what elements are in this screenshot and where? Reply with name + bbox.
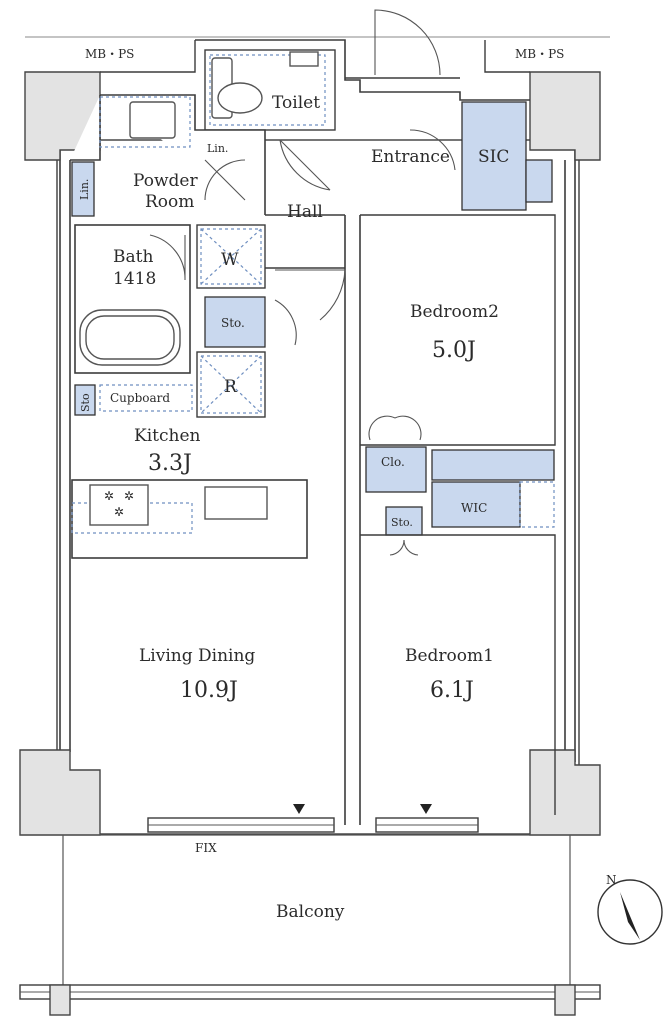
bath-label: Bath (113, 247, 153, 267)
north-label: N (606, 873, 617, 887)
storage-mid (204, 296, 266, 348)
bath-size-label: 1418 (113, 269, 156, 289)
bedroom2-wall (360, 214, 556, 446)
storage-right (385, 506, 423, 536)
bedroom1-size-label: 6.1J (430, 678, 474, 703)
bedroom2-size-label: 5.0J (432, 338, 476, 363)
mbps-right-shaft (484, 40, 530, 73)
svg-text:✲: ✲ (114, 505, 124, 519)
bath-door (149, 234, 186, 281)
balcony-label: Balcony (276, 902, 345, 922)
storage-mid-label: Sto. (221, 316, 245, 330)
sto-door (274, 299, 297, 346)
wic-upper (431, 449, 555, 481)
mbps-left-label: MB・PS (85, 47, 134, 61)
hall-door (275, 269, 346, 321)
toilet-label: Toilet (272, 93, 320, 113)
kitchen-storage-label: Sto (79, 393, 92, 412)
powder-room-label-1: Powder (133, 171, 198, 191)
fridge-space (196, 351, 266, 418)
toilet-sink-icon (289, 51, 319, 67)
svg-text:✲: ✲ (104, 489, 114, 503)
cupboard-label: Cupboard (110, 391, 170, 405)
mbps-left-shaft (100, 40, 196, 73)
living-dining-size-label: 10.9J (180, 678, 238, 703)
powder-room-label-2: Room (145, 192, 194, 212)
kitchen-label: Kitchen (134, 426, 200, 446)
outer-boundary (56, 139, 580, 835)
toilet-bowl-icon (217, 82, 263, 114)
window-marker-bedroom1 (420, 804, 432, 814)
sic-label: SIC (478, 147, 509, 167)
sic-storage-b (525, 159, 553, 203)
storage-right-label: Sto. (391, 516, 413, 529)
linen-upper-label: Lin. (207, 142, 228, 155)
linen-left-label: Lin. (78, 179, 91, 200)
closet-doors (368, 415, 422, 441)
entrance-sic-door (409, 129, 456, 171)
closet (365, 446, 427, 493)
washer-space (196, 224, 266, 289)
fix-label: FIX (195, 841, 217, 855)
living-dining-label: Living Dining (139, 646, 255, 666)
vanity-sink-icon (129, 101, 176, 139)
toilet-door (279, 139, 331, 191)
kitchen-storage (74, 384, 96, 416)
washer-dash (200, 228, 262, 285)
hall-label: Hall (287, 202, 323, 222)
linen-left (71, 161, 95, 217)
fridge-label: R (224, 377, 238, 397)
balcony-post-left (49, 984, 71, 1016)
pillar-bottom-right (529, 749, 601, 836)
closet-label: Clo. (381, 455, 405, 469)
outer-wall (59, 150, 576, 762)
cupboard-dash (99, 384, 193, 412)
kitchen-sink-icon (204, 486, 268, 520)
washer-label: W (221, 250, 239, 270)
sto-right-doors (389, 539, 419, 556)
vanity-dash (99, 96, 191, 148)
pillar-bottom-left (19, 749, 101, 836)
toilet-dash (209, 54, 326, 126)
bathtub-inner-icon (85, 315, 175, 360)
kitchen-size-label: 3.3J (148, 451, 192, 476)
fridge-dash (200, 355, 262, 414)
sic-storage (461, 101, 527, 211)
wic-lower (431, 481, 521, 528)
wic-dash (519, 481, 555, 528)
mbps-right-label: MB・PS (515, 47, 564, 61)
window-marker-living (293, 804, 305, 814)
north-compass-icon (597, 879, 663, 945)
stove-icon (89, 484, 149, 526)
wic-label: WIC (461, 501, 487, 515)
pillar-top-right (529, 71, 601, 161)
north-arrow-icon (620, 892, 640, 940)
powder-door (204, 159, 246, 201)
bedroom1-label: Bedroom1 (405, 646, 494, 666)
toilet-room (204, 49, 336, 131)
entrance-label: Entrance (371, 147, 450, 167)
svg-text:✲: ✲ (124, 489, 134, 503)
bedroom2-label: Bedroom2 (410, 302, 499, 322)
hall-partition (265, 214, 361, 825)
balcony-post-right (554, 984, 576, 1016)
entrance-door (374, 9, 441, 76)
bedroom1-wall (360, 534, 556, 815)
